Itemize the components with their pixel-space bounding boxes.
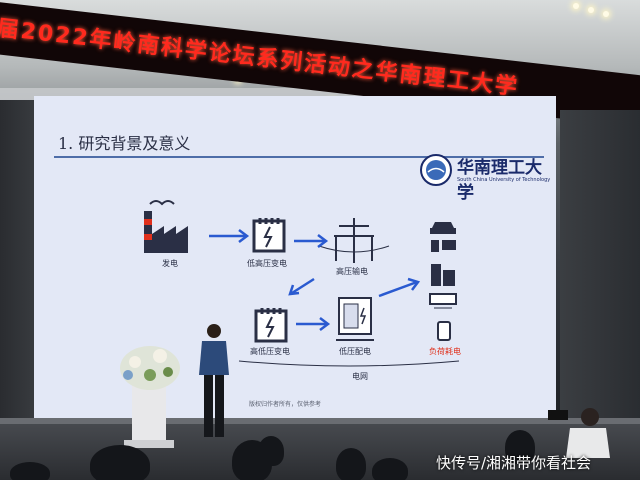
phone-icon xyxy=(437,321,451,341)
flow-arrows xyxy=(209,229,421,331)
title-divider xyxy=(54,156,544,158)
transformer-icon xyxy=(252,218,286,253)
distribution-cabinet-icon xyxy=(336,297,374,341)
car-icon xyxy=(430,222,456,234)
university-logo: 华南理工大学 South China University of Technol… xyxy=(417,151,551,203)
right-wall xyxy=(560,110,640,420)
university-logo-subtitle: South China University of Technology xyxy=(457,177,551,183)
university-emblem-icon xyxy=(420,154,452,186)
speaker xyxy=(199,324,229,437)
computer-icon xyxy=(431,240,456,252)
label-generation: 发电 xyxy=(162,259,178,268)
left-wall xyxy=(0,100,40,420)
audience-head xyxy=(258,436,284,466)
power-grid-diagram xyxy=(144,200,460,367)
label-step-up: 低高压变电 xyxy=(247,259,287,268)
buildings-icon xyxy=(431,264,455,286)
ceiling-light xyxy=(603,11,609,17)
slide-footer-note: 版权归作者所有，仅供参考 xyxy=(249,401,322,408)
label-consumption: 负荷耗电 xyxy=(429,347,461,356)
watermark-text: 快传号/湘湘带你看社会 xyxy=(436,454,592,472)
audience-head xyxy=(336,448,366,480)
university-logo-text: 华南理工大学 xyxy=(457,158,542,203)
audience-head xyxy=(90,445,150,480)
transformer-icon xyxy=(254,308,288,343)
label-step-down: 高低压变电 xyxy=(250,347,290,356)
transmission-tower-icon xyxy=(318,218,390,263)
arrow-distribution-to-load xyxy=(378,280,418,298)
ceiling-light xyxy=(573,3,579,9)
label-grid: 电网 xyxy=(352,372,368,381)
factory-icon xyxy=(144,200,188,253)
presentation-slide: 1. 研究背景及意义 华南理工大学 South China University… xyxy=(34,96,556,418)
grid-bracket xyxy=(238,360,460,367)
stage-edge xyxy=(0,418,640,424)
air-conditioner-icon xyxy=(429,293,457,309)
audience-head xyxy=(372,458,408,480)
slide-title: 1. 研究背景及意义 xyxy=(58,134,191,153)
arrow-transmission-to-stepdown xyxy=(291,277,315,295)
audience-head xyxy=(505,430,535,464)
photographer xyxy=(548,408,610,458)
ceiling-light xyxy=(588,7,594,13)
label-transmission: 高压输电 xyxy=(336,267,368,276)
audience-head xyxy=(10,462,50,480)
label-distribution: 低压配电 xyxy=(339,347,371,356)
flower-podium xyxy=(120,346,180,448)
